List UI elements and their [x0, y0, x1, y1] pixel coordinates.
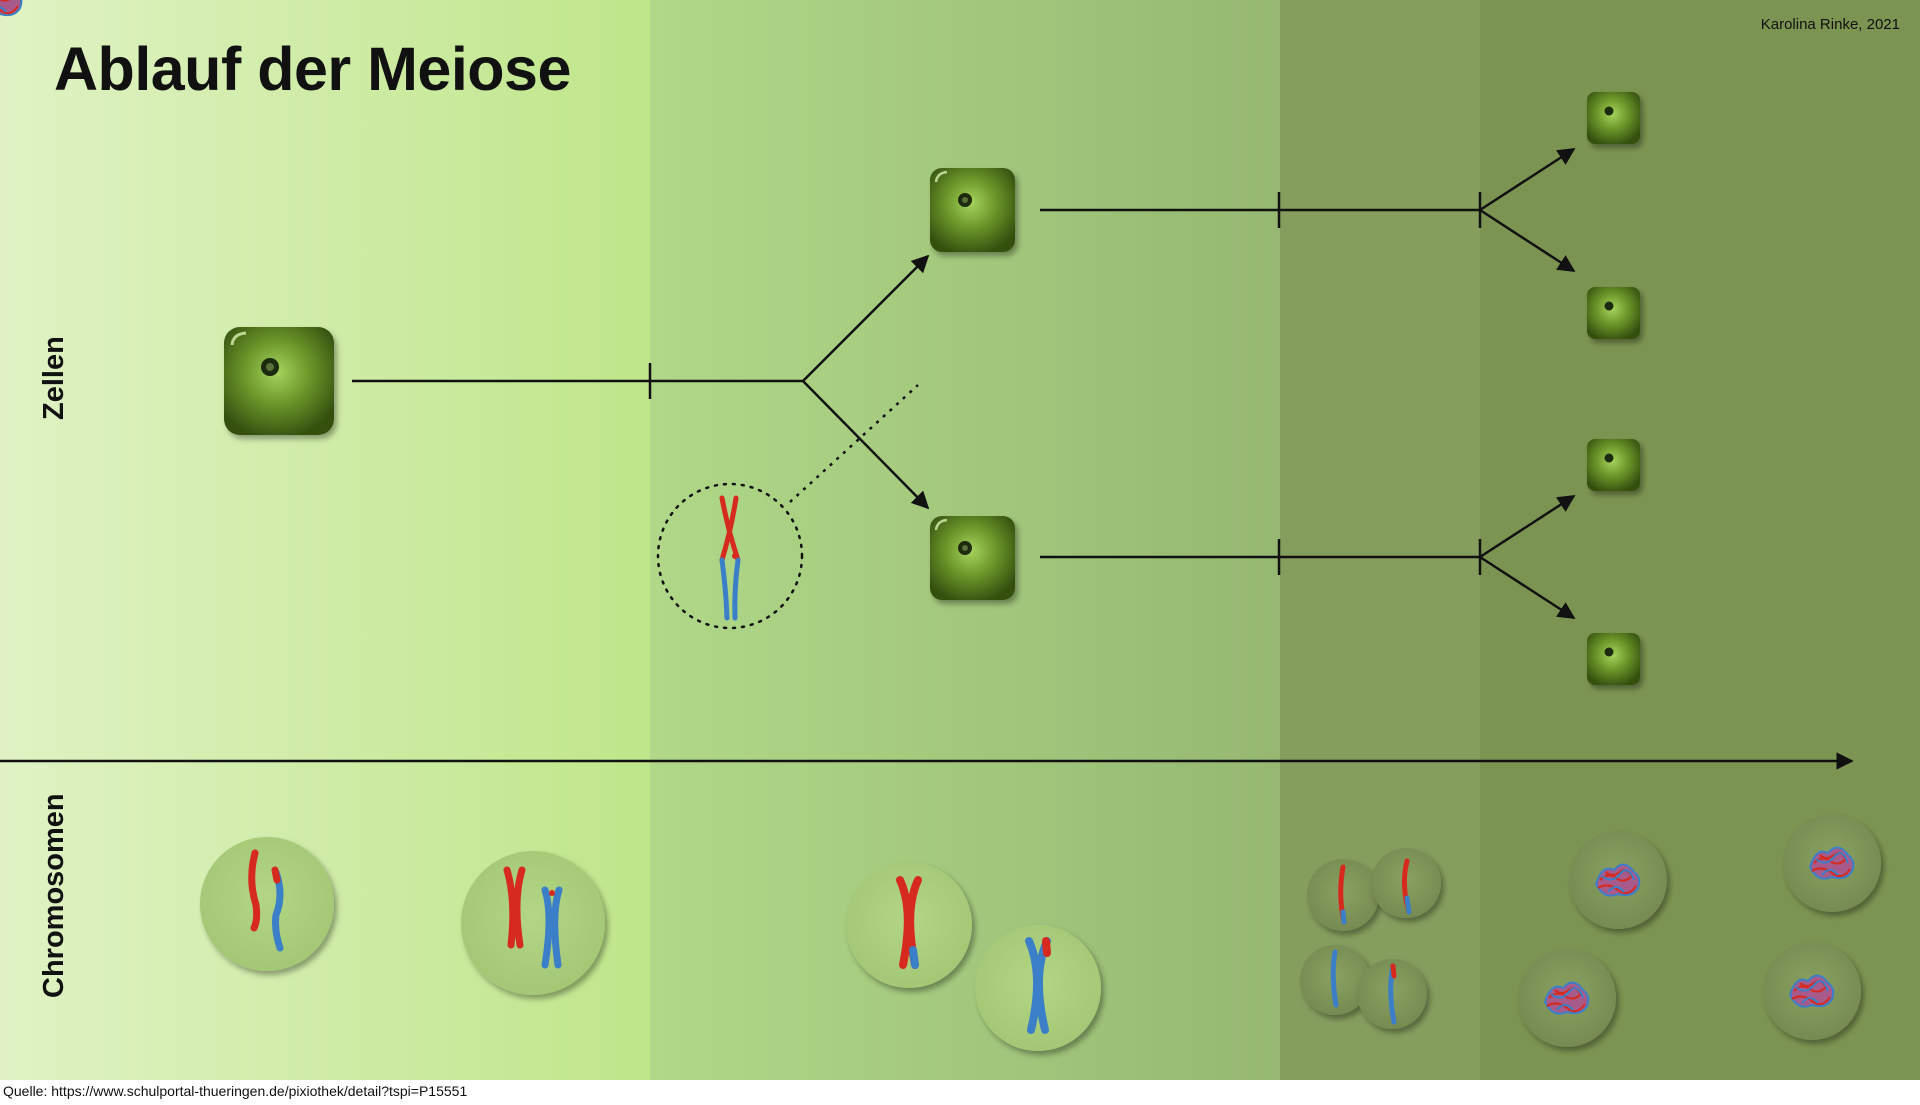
chromatin-nuclei: [0, 0, 1881, 1047]
cell-meiosis2-2: [1587, 287, 1640, 339]
page-title: Ablauf der Meiose: [54, 35, 571, 103]
chromosome-stage-3-blue: [975, 925, 1101, 1051]
cell-meiosis2-3: [1587, 439, 1640, 491]
chromosome-stage-2: [461, 851, 605, 995]
row-label-cells: Zellen: [38, 336, 70, 420]
chromosome-stage-3-red: [846, 862, 972, 988]
division-lines: [352, 147, 1576, 620]
author-credit: Karolina Rinke, 2021: [1760, 16, 1900, 33]
band-3: [1280, 0, 1480, 1080]
chromosome-stage-4: [1300, 848, 1441, 1029]
cell-meiosis2-4: [1587, 633, 1640, 685]
source-credit: Quelle: https://www.schulportal-thuering…: [3, 1083, 468, 1099]
chromosome-stage-1: [200, 837, 334, 971]
cell-meiosis2-1: [1587, 92, 1640, 144]
bottom-strip: [0, 1080, 1920, 1105]
cell-meiosis1-top: [930, 168, 1015, 252]
row-label-chromosomes: Chromosomen: [38, 793, 70, 998]
cell-parent: [224, 327, 334, 435]
crossing-over-detail: [656, 482, 804, 630]
band-4: [1480, 0, 1920, 1080]
cell-meiosis1-bottom: [930, 516, 1015, 600]
